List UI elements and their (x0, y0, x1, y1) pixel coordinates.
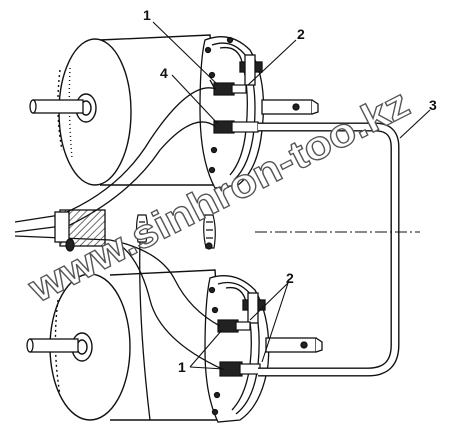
hose-clip-right (203, 214, 216, 250)
leader-lines (152, 21, 431, 370)
bottom-axle-shaft (26, 338, 79, 353)
bottom-mount-bracket (265, 337, 323, 353)
callout-2-bottom: 2 (286, 270, 294, 286)
callout-1-bottom: 1 (178, 359, 186, 375)
callout-2-top: 2 (297, 26, 305, 42)
top-hose-fitting-1 (213, 82, 247, 96)
callout-4-top: 4 (160, 65, 168, 81)
callout-1-top: 1 (143, 7, 151, 23)
brake-hoses (14, 79, 223, 421)
bottom-brake-chamber (204, 275, 270, 423)
junction-block (54, 209, 106, 252)
top-mount-bracket (261, 99, 319, 115)
connecting-pipe (258, 122, 400, 377)
hose-clip-left (135, 214, 149, 243)
top-brake-chamber (199, 36, 265, 189)
top-axle-shaft (29, 99, 84, 114)
callout-3-pipe: 3 (429, 97, 437, 113)
bottom-hose-fitting-upper (217, 319, 251, 333)
bottom-wheel-drum (49, 269, 226, 421)
bottom-hose-fitting-lower (219, 361, 261, 377)
top-hose-fitting-4 (213, 120, 259, 134)
